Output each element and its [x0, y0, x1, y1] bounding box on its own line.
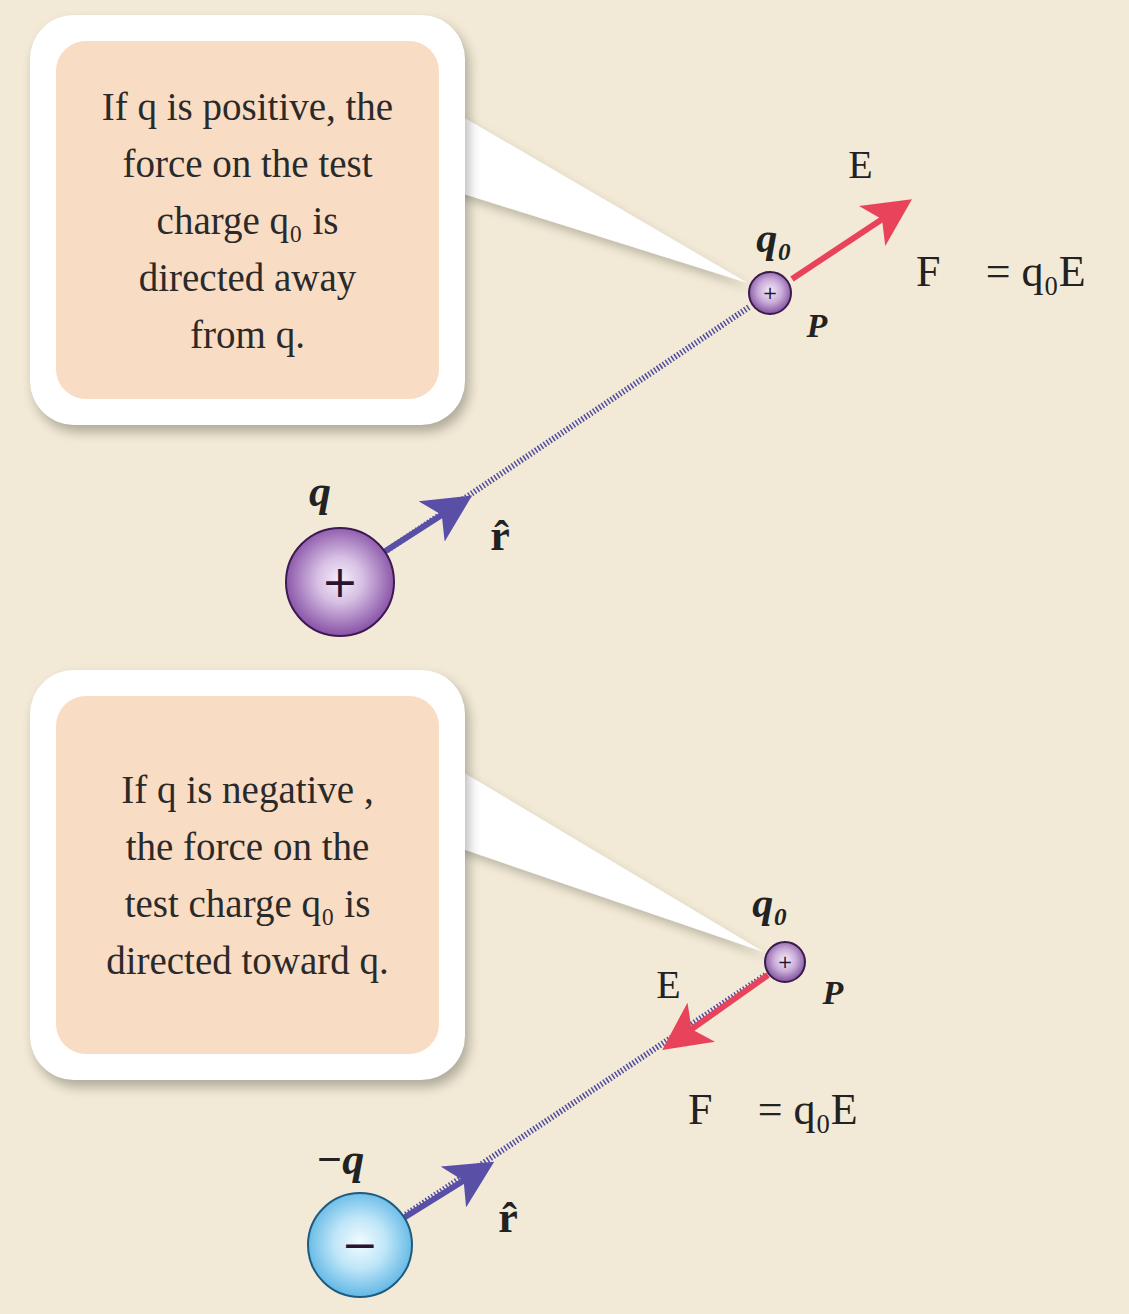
charge-label: −q [316, 1136, 365, 1184]
unit-vector-label: r̂ [498, 1194, 518, 1242]
test-charge: + [764, 941, 806, 983]
callout-panel: If q is positive, the force on the test … [56, 41, 439, 399]
charge-sign: − [342, 1223, 379, 1267]
test-charge-label: q₀ [752, 880, 788, 926]
point-label: P [807, 307, 828, 344]
callout-text: If q is negative , the force on the test… [98, 761, 398, 989]
callout-box: If q is negative , the force on the test… [30, 670, 465, 1080]
force-equation: F⃗ = q₀E⃗ [916, 248, 1120, 296]
callout-panel: If q is negative , the force on the test… [56, 696, 439, 1054]
unit-vector-arrow [402, 1168, 484, 1219]
charge-label: q [309, 468, 331, 516]
callout-text: If q is positive, the force on the test … [98, 78, 398, 363]
callout-box: If q is positive, the force on the test … [30, 15, 465, 425]
negative-charge: − [307, 1192, 413, 1298]
callout-pointer [451, 110, 747, 283]
field-label: E⃗ [848, 143, 904, 187]
callout-pointer [451, 765, 763, 952]
field-arrow [792, 206, 902, 279]
test-charge: + [748, 271, 792, 315]
charge-sign: + [762, 284, 777, 302]
unit-vector-arrow [384, 502, 462, 552]
force-equation: F⃗ = q₀E⃗ [688, 1086, 892, 1134]
point-label: P [823, 974, 844, 1011]
unit-vector-label: r̂ [490, 512, 510, 560]
positive-charge: + [285, 527, 395, 637]
field-label: E⃗ [656, 963, 712, 1007]
charge-sign: + [322, 560, 359, 604]
charge-sign: + [777, 953, 792, 971]
test-charge-label: q₀ [756, 215, 792, 261]
